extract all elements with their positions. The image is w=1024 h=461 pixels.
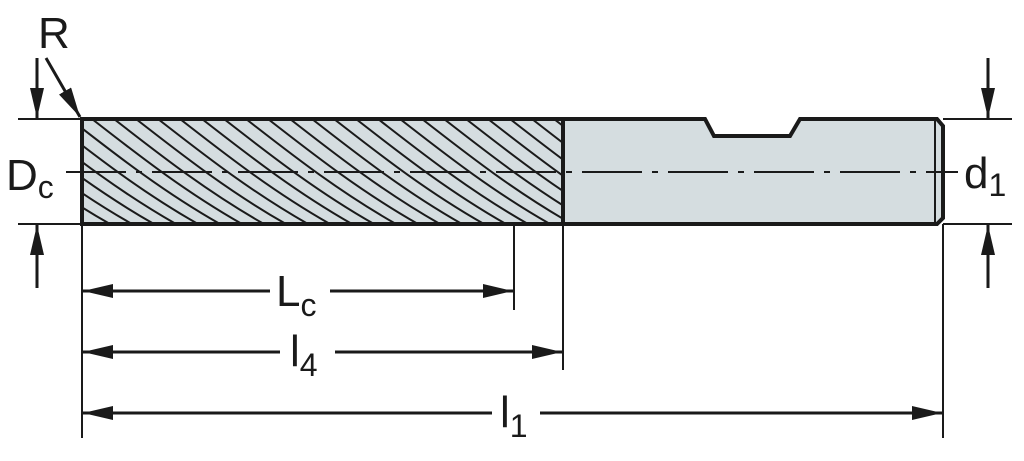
flute-line (179, 119, 331, 224)
flute-line (245, 119, 397, 224)
flute-line (82, 160, 177, 224)
extension-lines (18, 118, 1012, 438)
flute-line (487, 119, 564, 178)
flute-line (311, 119, 463, 224)
flute-line (135, 119, 287, 224)
usable-length-label: l4 (290, 327, 318, 383)
radius-label: R (38, 9, 70, 58)
flute-line (267, 119, 419, 224)
flute-line (157, 119, 309, 224)
flute-line (443, 119, 564, 208)
flute-line (82, 206, 111, 224)
flute-line (289, 119, 441, 224)
radius-arrow (44, 57, 82, 118)
flute-line (201, 119, 353, 224)
flute-line (421, 119, 564, 221)
shank-diameter-label: d1 (964, 149, 1006, 203)
helical-flutes (82, 119, 564, 224)
flute-line (223, 119, 375, 224)
shank (561, 117, 945, 226)
flute-line (509, 119, 564, 162)
flute-line (333, 119, 485, 224)
flute-line (399, 119, 551, 224)
flute-line (91, 119, 243, 224)
flute-line (82, 144, 199, 224)
flute-line (377, 119, 529, 224)
flute-line (531, 119, 564, 146)
flute-line (82, 176, 155, 224)
flute-line (355, 119, 507, 224)
flute-line (465, 119, 564, 193)
flute-line (113, 119, 265, 224)
flute-line (82, 191, 133, 224)
cutting-diameter-label: Dc (6, 151, 54, 205)
cutting-length-label: Lc (276, 267, 316, 323)
overall-length-label: l1 (500, 388, 528, 444)
flute-line (82, 127, 221, 224)
